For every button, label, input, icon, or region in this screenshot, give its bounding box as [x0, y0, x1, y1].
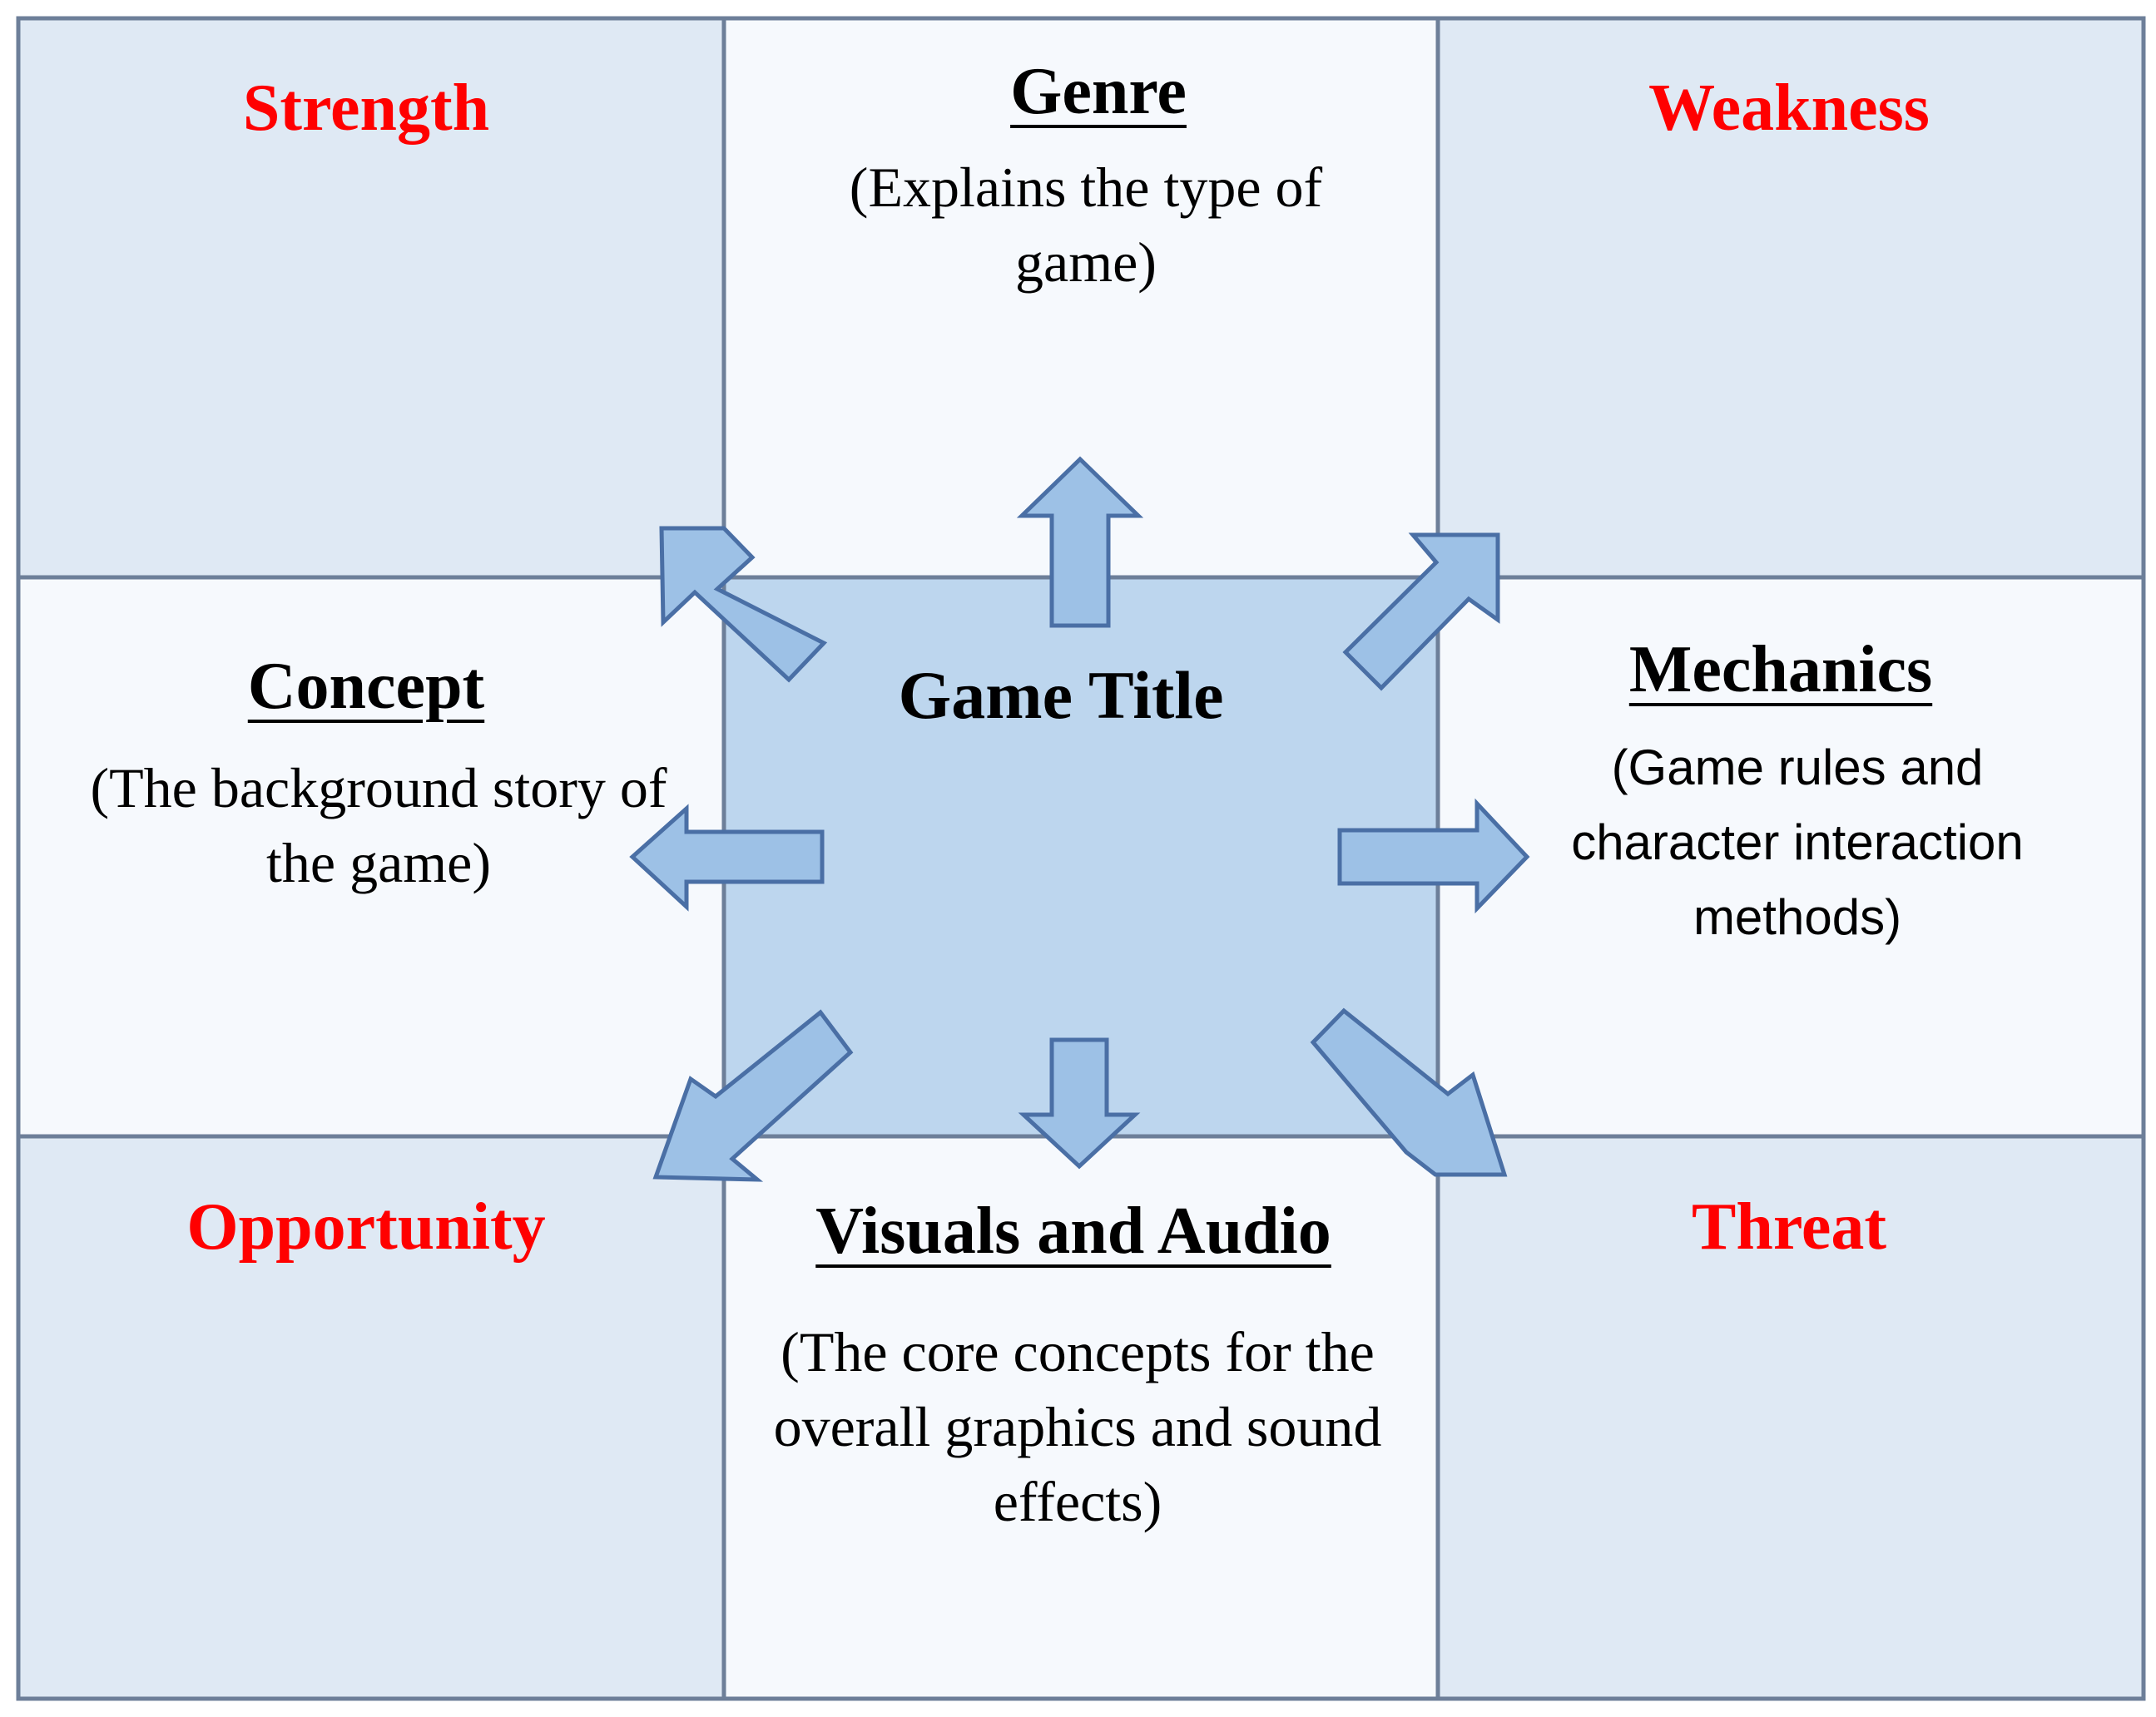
weakness-cell: [1435, 16, 2146, 580]
arrow-down-left: [652, 1009, 854, 1182]
game-title: Game Title: [898, 657, 1224, 733]
strength-label: Strength: [242, 72, 490, 145]
concept-cell: [16, 575, 726, 1139]
mechanics-cell: [1435, 575, 2146, 1139]
threat-cell: [1435, 1134, 2146, 1701]
visuals-cell: [721, 1134, 1440, 1701]
concept-description: (The background story of the game): [90, 756, 667, 894]
visuals-heading: Visuals and Audio: [815, 1195, 1331, 1268]
arrow-up-right: [1342, 532, 1500, 691]
arrow-up-left: [659, 526, 828, 683]
arrow-up: [1016, 456, 1144, 628]
arrow-down-right: [1310, 1007, 1508, 1177]
weakness-label: Weakness: [1648, 72, 1930, 145]
arrow-left: [629, 804, 825, 912]
mechanics-heading: Mechanics: [1628, 633, 1933, 706]
visuals-description: (The core concepts for the overall graph…: [773, 1320, 1382, 1533]
threat-label: Threat: [1691, 1190, 1887, 1264]
arrow-down: [1018, 1037, 1141, 1170]
concept-heading: Concept: [247, 650, 485, 723]
opportunity-cell: [16, 1134, 726, 1701]
opportunity-label: Opportunity: [186, 1190, 546, 1264]
strength-cell: [16, 16, 726, 580]
genre-description: (Explains the type of game): [849, 156, 1323, 294]
mechanics-description: (Game rules and character interaction me…: [1571, 740, 2024, 945]
genre-heading: Genre: [1010, 55, 1187, 128]
arrow-right: [1337, 798, 1530, 914]
